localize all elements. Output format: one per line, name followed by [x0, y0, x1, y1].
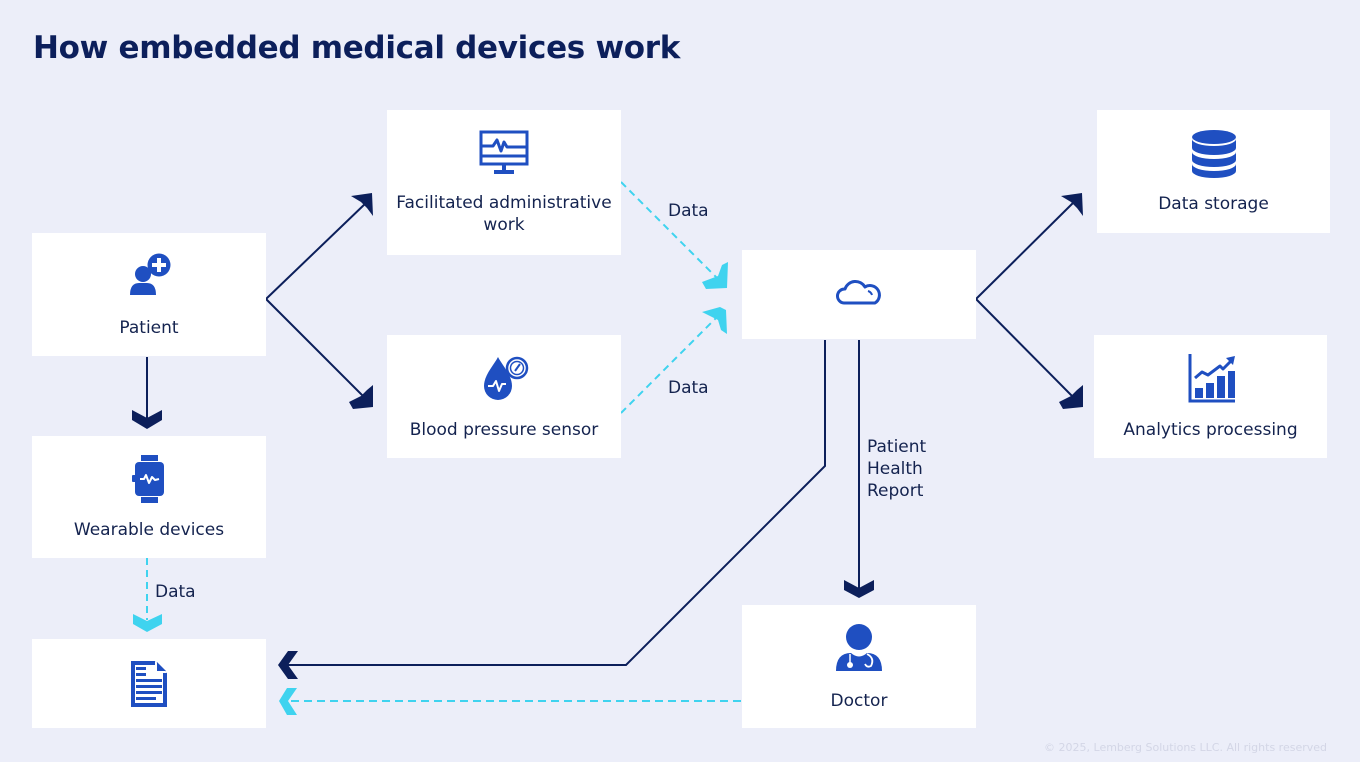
- edge-admin-cloud: [620, 181, 728, 289]
- edge-cloud-storage: [975, 193, 1083, 300]
- node-doctor[interactable]: Doctor: [742, 605, 976, 728]
- edge-cloud-document: [278, 340, 826, 679]
- edge-patient-wearable: [132, 357, 162, 429]
- node-label: Analytics processing: [1123, 419, 1298, 440]
- node-data-storage[interactable]: Data storage: [1097, 110, 1330, 233]
- report-label-line: Report: [867, 481, 924, 501]
- node-label: Patient: [119, 317, 179, 338]
- arrowhead: [702, 262, 728, 289]
- edge-bp-cloud: [620, 307, 727, 414]
- document-icon: [131, 660, 167, 707]
- arrowhead: [702, 307, 727, 334]
- edge-label-admin-data: Data: [668, 201, 709, 221]
- node-label: Data storage: [1158, 193, 1269, 214]
- arrowhead: [132, 410, 162, 429]
- node-blood-pressure-sensor[interactable]: Blood pressure sensor: [387, 335, 621, 458]
- monitor-heartbeat-icon: [479, 130, 529, 174]
- cloud-icon: [836, 279, 881, 304]
- page-title: How embedded medical devices work: [33, 30, 681, 66]
- arrowhead: [351, 193, 373, 216]
- node-label: Blood pressure sensor: [409, 419, 599, 440]
- edge-wearable-document: [133, 558, 162, 632]
- node-analytics-processing[interactable]: Analytics processing: [1094, 335, 1327, 458]
- edge-patient-bp: [265, 298, 373, 409]
- edge-label-bp-data: Data: [668, 378, 709, 398]
- arrowhead: [349, 385, 373, 409]
- node-facilitated-administrative-work[interactable]: Facilitated administrative work: [387, 110, 621, 255]
- arrowhead: [1059, 385, 1083, 409]
- arrowhead: [133, 614, 162, 632]
- smartwatch-icon: [132, 455, 164, 503]
- database-icon: [1191, 129, 1236, 178]
- edge-cloud-doctor: [844, 340, 874, 598]
- edge-doctor-document: [279, 688, 741, 715]
- report-label-line: Health: [867, 459, 923, 479]
- arrowhead: [844, 580, 874, 598]
- arrowhead: [279, 688, 297, 715]
- edge-patient-admin: [265, 193, 373, 300]
- patient-add-icon: [130, 253, 171, 295]
- node-label: Doctor: [830, 690, 888, 711]
- node-wearable-devices[interactable]: Wearable devices: [32, 436, 266, 558]
- node-label: Facilitated administrative work: [396, 192, 612, 235]
- node-document[interactable]: [32, 639, 266, 728]
- arrowhead: [278, 651, 298, 679]
- arrowhead: [1061, 193, 1083, 216]
- node-patient[interactable]: Patient: [32, 233, 266, 356]
- edge-cloud-analytics: [975, 298, 1083, 409]
- copyright: © 2025, Lemberg Solutions LLC. All right…: [1044, 741, 1327, 754]
- node-label: Wearable devices: [73, 520, 225, 540]
- report-label-line: Patient: [867, 437, 927, 457]
- edge-label-patient-health-report: Patient Health Report: [867, 436, 926, 502]
- edge-label-wearable-data: Data: [155, 582, 196, 602]
- bar-chart-trend-icon: [1188, 353, 1235, 402]
- blood-drop-gauge-icon: [484, 356, 529, 400]
- doctor-icon: [836, 623, 882, 671]
- node-cloud[interactable]: [742, 250, 976, 339]
